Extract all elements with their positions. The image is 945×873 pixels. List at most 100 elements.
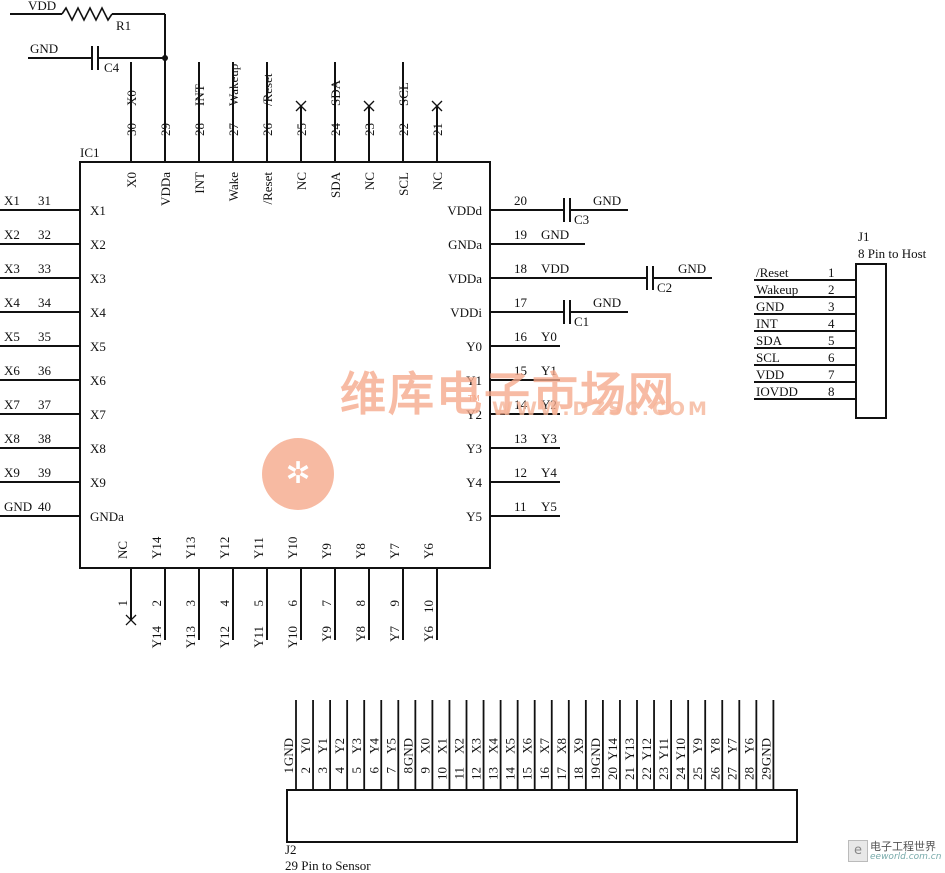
right-pin-inner-16: Y0 — [466, 339, 482, 354]
bottom-pin-ext-5: Y11 — [251, 626, 266, 648]
left-pin-ext-37: X7 — [4, 397, 20, 412]
j2-pin-num-9: 9 — [417, 767, 432, 774]
j2-pin-label-10: X1 — [434, 738, 449, 754]
top-pin-num-30: 30 — [124, 123, 139, 136]
j1-ref: J1 — [858, 229, 870, 244]
top-pin-inner-21: NC — [430, 172, 445, 190]
eeworld-logo: e 电子工程世界 eeworld.com.cn — [848, 836, 943, 870]
left-pin-ext-40: GND — [4, 499, 32, 514]
top-pin-num-23: 23 — [362, 123, 377, 136]
j2-pin-label-20: Y14 — [605, 738, 620, 761]
j1-pin-label-5: SDA — [756, 333, 783, 348]
left-pin-inner-40: GNDa — [90, 509, 124, 524]
j2-pin-num-10: 10 — [434, 767, 449, 780]
nc-cross-pin-25-b — [295, 100, 307, 112]
j2-pin-num-15: 15 — [520, 767, 535, 780]
j1-pin-label-6: SCL — [756, 350, 780, 365]
bottom-pin-inner-4: Y12 — [217, 537, 232, 559]
ic-ref: IC1 — [80, 145, 100, 160]
j1-pin-num-1: 1 — [828, 265, 835, 280]
bottom-pin-num-5: 5 — [251, 600, 266, 607]
c4-label: C4 — [104, 60, 120, 75]
left-pin-num-39: 39 — [38, 465, 51, 480]
j2-pin-num-3: 3 — [315, 767, 330, 774]
left-pin-inner-37: X7 — [90, 407, 106, 422]
c4-gnd-label: GND — [30, 41, 58, 56]
j2-pin-num-12: 12 — [469, 767, 484, 780]
right-pin-num-17: 17 — [514, 295, 528, 310]
bottom-pin-num-8: 8 — [353, 600, 368, 607]
j2-pin-label-24: Y10 — [673, 738, 688, 760]
right-pin-num-11: 11 — [514, 499, 527, 514]
j1-pin-label-2: Wakeup — [756, 282, 798, 297]
right-pin-num-13: 13 — [514, 431, 527, 446]
right-pin-num-19: 19 — [514, 227, 527, 242]
bottom-pin-inner-9: Y7 — [387, 543, 402, 559]
j2-pin-label-8: GND — [400, 738, 415, 766]
left-pin-inner-33: X3 — [90, 271, 106, 286]
watermark-tm: TM — [468, 394, 480, 403]
left-pin-num-37: 37 — [38, 397, 52, 412]
right-pin-inner-12: Y4 — [466, 475, 482, 490]
bottom-pin-num-3: 3 — [183, 600, 198, 607]
left-pin-inner-32: X2 — [90, 237, 106, 252]
c2-gnd-label: GND — [678, 261, 706, 276]
c2-label: C2 — [657, 280, 672, 295]
bottom-pin-inner-10: Y6 — [421, 543, 436, 559]
j1-pin-label-8: IOVDD — [756, 384, 798, 399]
top-pin-num-21: 21 — [430, 123, 445, 136]
top-pin-ext-27: Wakeup — [226, 64, 241, 106]
j2-pin-label-23: Y11 — [656, 738, 671, 760]
j2-pin-num-27: 27 — [724, 767, 739, 781]
j2-title: 29 Pin to Sensor — [285, 858, 371, 873]
j2-pin-num-23: 23 — [656, 767, 671, 780]
right-pin-ext-16: Y0 — [541, 329, 557, 344]
bottom-pin-inner-6: Y10 — [285, 537, 300, 559]
bottom-pin-num-10: 10 — [421, 600, 436, 613]
j2-pin-num-25: 25 — [690, 767, 705, 780]
j1-pin-label-3: GND — [756, 299, 784, 314]
c3-gnd-label: GND — [593, 193, 621, 208]
nc-cross-pin-21-b — [431, 100, 443, 112]
j1-pin-num-6: 6 — [828, 350, 835, 365]
right-pin-ext-18: VDD — [541, 261, 569, 276]
right-pin-inner-14: Y2 — [466, 407, 482, 422]
j1-pin-num-2: 2 — [828, 282, 835, 297]
left-pin-ext-33: X3 — [4, 261, 20, 276]
eeworld-url: eeworld.com.cn — [870, 852, 942, 862]
right-pin-ext-13: Y3 — [541, 431, 557, 446]
top-pin-num-24: 24 — [328, 123, 343, 137]
j2-pin-label-5: Y3 — [349, 738, 364, 754]
bottom-pin-num-2: 2 — [149, 600, 164, 607]
c1-capacitor-gap — [564, 309, 570, 315]
bottom-pin-num-7: 7 — [319, 600, 334, 607]
left-pin-num-31: 31 — [38, 193, 51, 208]
right-pin-inner-17: VDDi — [450, 305, 482, 320]
top-pin-inner-28: INT — [192, 172, 207, 194]
r1-resistor — [61, 6, 113, 22]
left-pin-num-33: 33 — [38, 261, 51, 276]
j2-pin-label-7: Y5 — [383, 738, 398, 754]
top-pin-num-22: 22 — [396, 123, 411, 136]
top-pin-ext-28: INT — [192, 84, 207, 106]
j2-pin-label-14: X5 — [503, 738, 518, 754]
top-pin-ext-26: /Reset — [260, 73, 275, 106]
c1-label: C1 — [574, 314, 589, 329]
j2-pin-label-21: Y13 — [622, 738, 637, 760]
j1-pin-num-7: 7 — [828, 367, 835, 382]
right-pin-num-12: 12 — [514, 465, 527, 480]
j2-pin-num-21: 21 — [622, 767, 637, 780]
bottom-pin-num-9: 9 — [387, 600, 402, 607]
right-pin-ext-12: Y4 — [541, 465, 557, 480]
j2-pin-label-13: X4 — [486, 738, 501, 754]
top-pin-num-28: 28 — [192, 123, 207, 136]
j1-pin-num-3: 3 — [828, 299, 835, 314]
j2-pin-label-29: GND — [758, 738, 773, 766]
left-pin-ext-39: X9 — [4, 465, 20, 480]
top-pin-inner-25: NC — [294, 172, 309, 190]
left-pin-num-32: 32 — [38, 227, 51, 242]
top-pin-num-29: 29 — [158, 123, 173, 136]
j1-pin-num-5: 5 — [828, 333, 835, 348]
j2-pin-label-3: Y1 — [315, 738, 330, 754]
j2-pin-label-2: Y0 — [298, 738, 313, 754]
